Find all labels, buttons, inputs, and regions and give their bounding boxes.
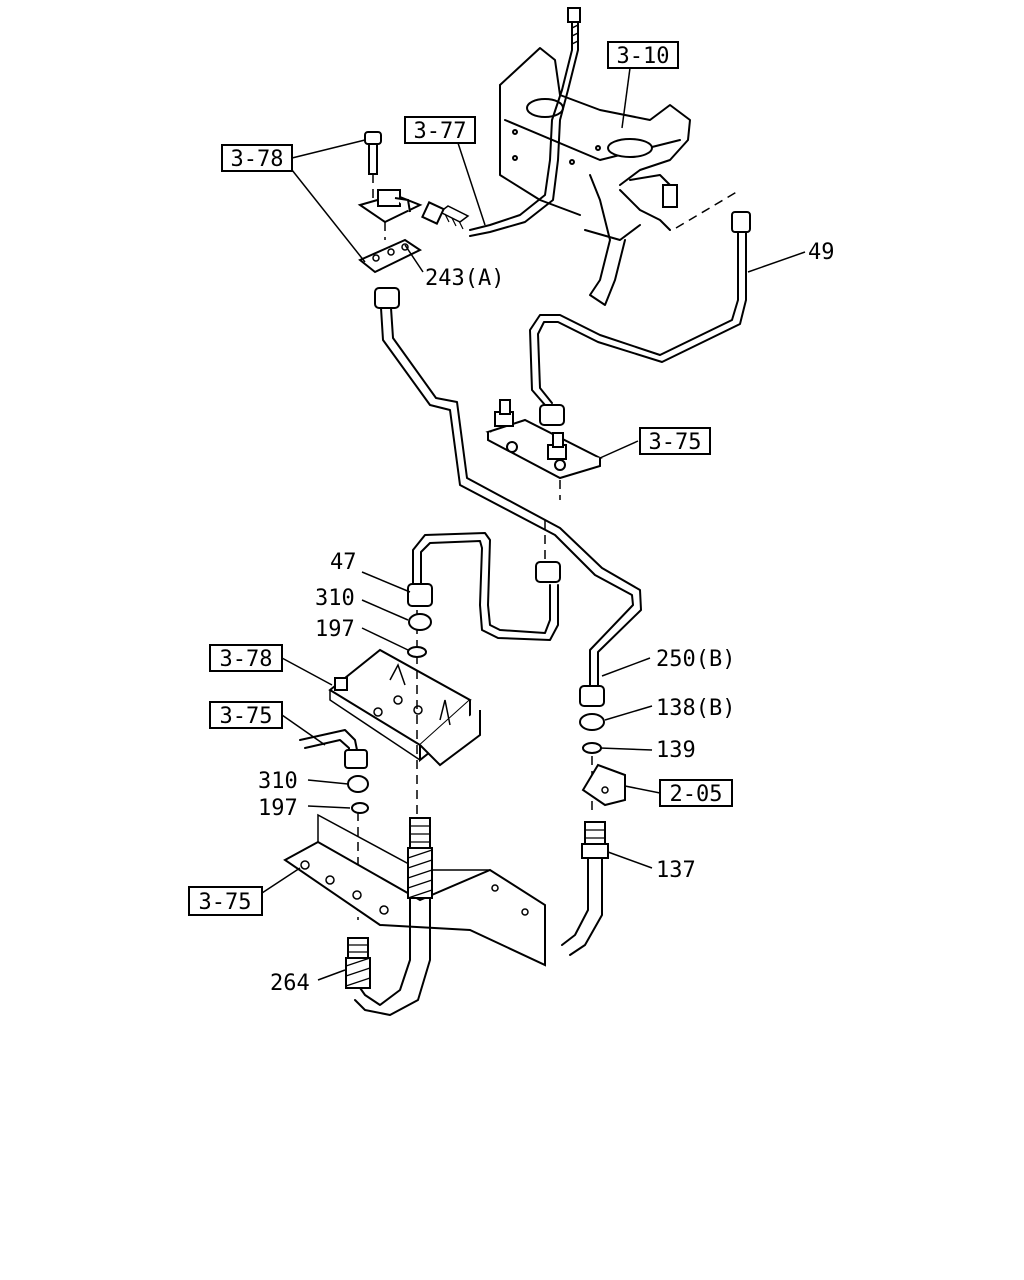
part-label-47: 47: [330, 550, 357, 575]
ref-box-3-78-top: 3-78: [221, 144, 293, 172]
svg-text:3-78: 3-78: [231, 147, 284, 172]
leader-lines: [261, 67, 806, 981]
svg-text:2-05: 2-05: [670, 782, 723, 807]
brake-pipe-49: [529, 189, 751, 426]
part-label-243a: 243(A): [425, 266, 504, 291]
ref-box-3-77: 3-77: [404, 116, 476, 144]
part-label-49: 49: [808, 240, 835, 265]
part-label-197-bot: 197: [258, 796, 298, 821]
bracket-3-78-mid: [328, 610, 481, 830]
ref-box-3-10: 3-10: [607, 41, 679, 69]
svg-text:3-75: 3-75: [199, 890, 252, 915]
svg-text:3-75: 3-75: [220, 704, 273, 729]
flexible-hose-137: [561, 713, 626, 956]
part-label-138b: 138(B): [656, 696, 735, 721]
part-label-250b: 250(B): [656, 647, 735, 672]
junction-block-3-75: [485, 399, 603, 500]
svg-text:3-77: 3-77: [414, 119, 467, 144]
ref-box-2-05: 2-05: [659, 779, 733, 807]
svg-text:3-10: 3-10: [617, 44, 670, 69]
bracket-3-78-top: [357, 131, 423, 274]
part-label-310-top: 310: [315, 586, 355, 611]
ref-box-3-75-top: 3-75: [639, 427, 711, 455]
part-label-137: 137: [656, 858, 696, 883]
brake-pipe-47: [407, 520, 561, 641]
ref-box-3-78-mid: 3-78: [209, 644, 283, 672]
part-label-197-top: 197: [315, 617, 355, 642]
brake-pipe-250B: [374, 287, 642, 707]
part-label-264: 264: [270, 971, 310, 996]
ref-box-3-75-mid: 3-75: [209, 701, 283, 729]
svg-text:3-75: 3-75: [649, 430, 702, 455]
flexible-hose-264: [345, 817, 433, 1016]
pedal-bracket-assembly: [421, 7, 691, 306]
part-label-310-bot: 310: [258, 769, 298, 794]
part-label-139: 139: [656, 738, 696, 763]
ref-box-3-75-bot: 3-75: [188, 886, 263, 916]
svg-text:3-78: 3-78: [220, 647, 273, 672]
